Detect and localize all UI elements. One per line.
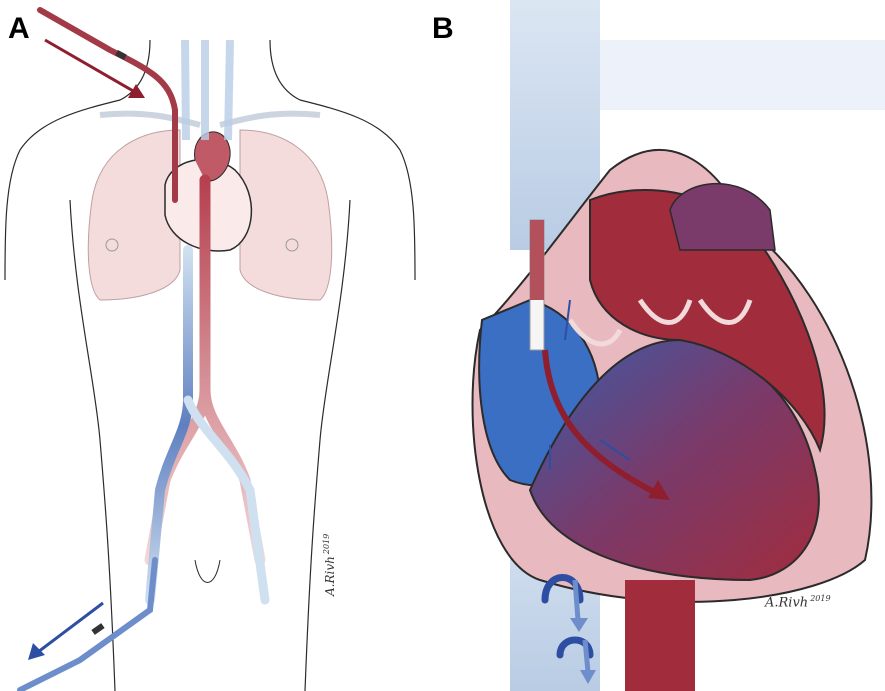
pulmonary-veins	[600, 40, 885, 110]
signature-text-b: A.Rivh	[765, 595, 808, 610]
body-illustration	[0, 0, 420, 691]
venous-cannula	[20, 560, 155, 690]
left-lung	[240, 130, 332, 300]
cannula-tip-red	[530, 220, 544, 300]
artist-signature-a: A.Rivh 2019	[322, 534, 337, 596]
cannula-connector-bottom	[91, 623, 104, 635]
iliac-vein-right	[188, 400, 265, 600]
panel-a-label: A	[8, 14, 30, 44]
panel-b-label: B	[432, 14, 454, 44]
inflow-arrow	[45, 40, 145, 98]
collarbones	[100, 114, 320, 125]
aorta-b	[625, 580, 695, 691]
panel-a-full-body-diagram: A A.Rivh 2019	[0, 0, 420, 691]
ivc-down-arrow-2	[585, 640, 588, 672]
inferior-vena-cava	[150, 250, 188, 600]
signature-year-b: 2019	[810, 594, 830, 603]
signature-year-a: 2019	[322, 534, 331, 554]
ivc-down-arrow-1	[575, 580, 578, 620]
pulmonary-artery	[670, 184, 775, 250]
groin-outline	[195, 560, 220, 583]
signature-text-a: A.Rivh	[323, 556, 337, 596]
heart-illustration	[420, 0, 885, 691]
